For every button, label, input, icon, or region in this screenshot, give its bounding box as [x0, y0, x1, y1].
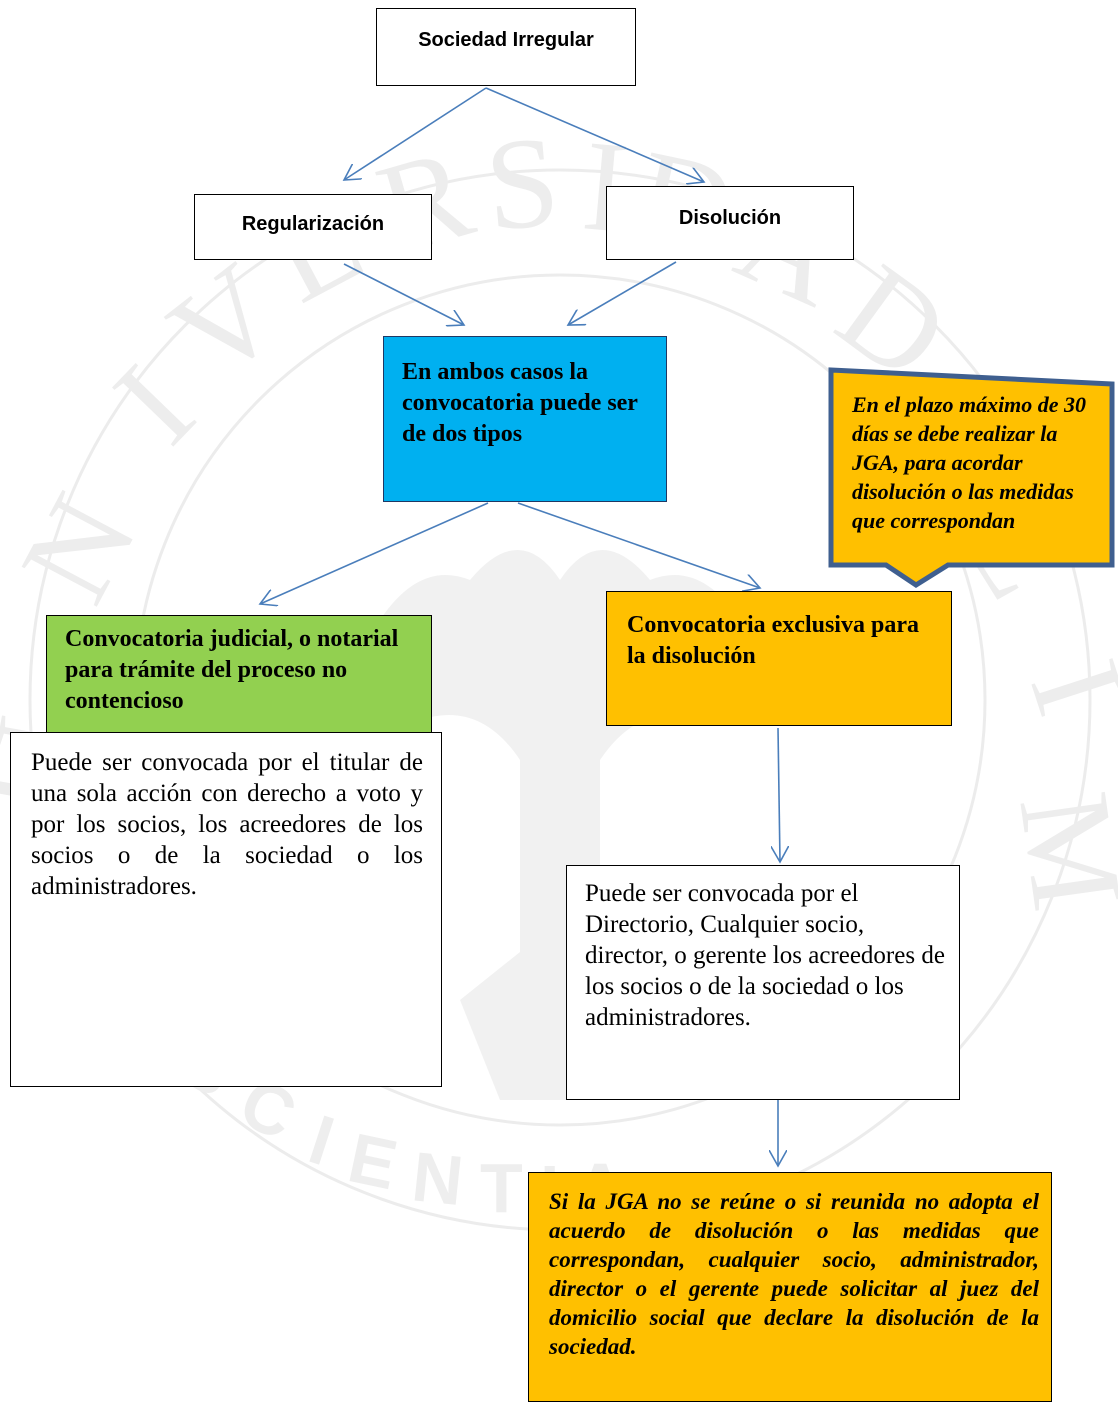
disolucion-label: Disolución: [678, 207, 782, 229]
arrow-regularizacion-to-ambos: [343, 263, 464, 325]
regularizacion-box: Regularización: [194, 194, 432, 260]
svg-text:M: M: [991, 784, 1118, 919]
convocatoria-judicial-box: Convocatoria judicial, o notarial para t…: [46, 615, 432, 750]
convocatoria-judicial-label: Convocatoria judicial, o notarial para t…: [65, 626, 399, 714]
sociedad-irregular-label: Sociedad Irregular: [418, 29, 594, 51]
callout-note: En el plazo máximo de 30 días se debe re…: [838, 380, 1108, 560]
callout-text: En el plazo máximo de 30 días se debe re…: [852, 392, 1087, 533]
left-detail-box: Puede ser convocada por el titular de un…: [10, 732, 442, 1087]
convocatoria-exclusiva-label: Convocatoria exclusiva para la disolució…: [627, 612, 919, 669]
svg-text:N: N: [408, 1137, 466, 1220]
arrow-top-to-regularizacion: [344, 87, 487, 180]
right-detail-text: Puede ser convocada por el Directorio, C…: [585, 880, 945, 1031]
svg-text:T: T: [480, 1149, 523, 1227]
right-detail-box: Puede ser convocada por el Directorio, C…: [566, 865, 960, 1100]
left-detail-text: Puede ser convocada por el titular de un…: [31, 749, 423, 900]
svg-text:S: S: [480, 109, 565, 259]
arrow-ambos-to-judicial: [260, 502, 489, 604]
arrow-ambos-to-exclusiva: [517, 502, 760, 588]
disolucion-box: Disolución: [606, 186, 854, 260]
convocatoria-exclusiva-box: Convocatoria exclusiva para la disolució…: [606, 591, 952, 726]
arrow-top-to-disolucion: [485, 87, 704, 182]
arrow-exclusiva-to-right: [778, 727, 780, 862]
callout-shape: [828, 367, 1115, 588]
final-outcome-box: Si la JGA no se reúne o si reunida no ad…: [528, 1172, 1052, 1402]
sociedad-irregular-box: Sociedad Irregular: [376, 8, 636, 86]
regularizacion-label: Regularización: [241, 213, 385, 235]
ambos-casos-box: En ambos casos la convocatoria puede ser…: [383, 336, 667, 502]
ambos-casos-label: En ambos casos la convocatoria puede ser…: [402, 359, 638, 447]
final-outcome-text: Si la JGA no se reúne o si reunida no ad…: [549, 1189, 1039, 1359]
arrow-disolucion-to-ambos: [568, 261, 677, 325]
